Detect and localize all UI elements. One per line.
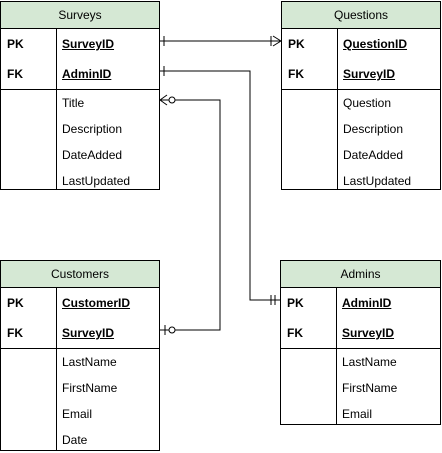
key-type: FK — [7, 326, 23, 340]
attribute-row: FirstName — [342, 381, 398, 395]
attribute-row: LastUpdated — [62, 174, 131, 188]
entity-title-admins: Admins — [281, 261, 440, 288]
key-row-admins-pk: PK AdminID — [281, 288, 440, 318]
attribute-row: FirstName — [62, 381, 118, 395]
relationship-surveys-admins[interactable] — [160, 66, 280, 305]
key-row-customers-fk: FK SurveyID — [1, 318, 159, 348]
key-row-customers-pk: PK CustomerID — [1, 288, 159, 318]
relationship-surveys-customers[interactable] — [159, 94, 221, 335]
key-type: FK — [288, 67, 304, 81]
attribute-row: Description — [62, 122, 123, 136]
key-type: PK — [7, 296, 24, 310]
entity-surveys[interactable]: Surveys PK SurveyID FK AdminID Title Des… — [0, 1, 160, 190]
key-field: SurveyID — [342, 326, 395, 340]
entity-questions[interactable]: Questions PK QuestionID FK SurveyID Ques… — [281, 1, 441, 190]
entity-title-customers: Customers — [1, 261, 159, 288]
key-field: SurveyID — [62, 37, 115, 51]
key-type: FK — [7, 67, 23, 81]
key-row-questions-pk: PK QuestionID — [282, 29, 440, 59]
attribute-row: Title — [62, 96, 85, 110]
attribute-row: Email — [62, 407, 93, 421]
attribute-row: LastName — [62, 355, 117, 369]
key-field: AdminID — [342, 296, 392, 310]
entity-title-questions: Questions — [282, 2, 440, 29]
entity-admins[interactable]: Admins PK AdminID FK SurveyID LastName F… — [280, 260, 441, 425]
key-field: SurveyID — [62, 326, 115, 340]
key-row-admins-fk: FK SurveyID — [281, 318, 440, 348]
attribute-row: DateAdded — [62, 148, 123, 162]
key-row-surveys-fk: FK AdminID — [1, 59, 159, 89]
attribute-row: Date — [62, 433, 88, 447]
relationship-surveys-questions[interactable] — [160, 35, 282, 47]
key-row-questions-fk: FK SurveyID — [282, 59, 440, 89]
key-type: FK — [287, 326, 303, 340]
key-type: PK — [7, 37, 24, 51]
attribute-row: DateAdded — [343, 148, 404, 162]
key-field: SurveyID — [343, 67, 396, 81]
attribute-row: Question — [343, 96, 392, 110]
key-type: PK — [288, 37, 305, 51]
key-field: QuestionID — [343, 37, 408, 51]
key-field: AdminID — [62, 67, 112, 81]
entity-customers[interactable]: Customers PK CustomerID FK SurveyID Last… — [0, 260, 160, 451]
attribute-row: LastName — [342, 355, 397, 369]
attribute-row: Email — [342, 407, 373, 421]
key-row-surveys-pk: PK SurveyID — [1, 29, 159, 59]
entity-title-surveys: Surveys — [1, 2, 159, 29]
attribute-row: LastUpdated — [343, 174, 412, 188]
attribute-row: Description — [343, 122, 404, 136]
key-field: CustomerID — [62, 296, 131, 310]
key-type: PK — [287, 296, 304, 310]
